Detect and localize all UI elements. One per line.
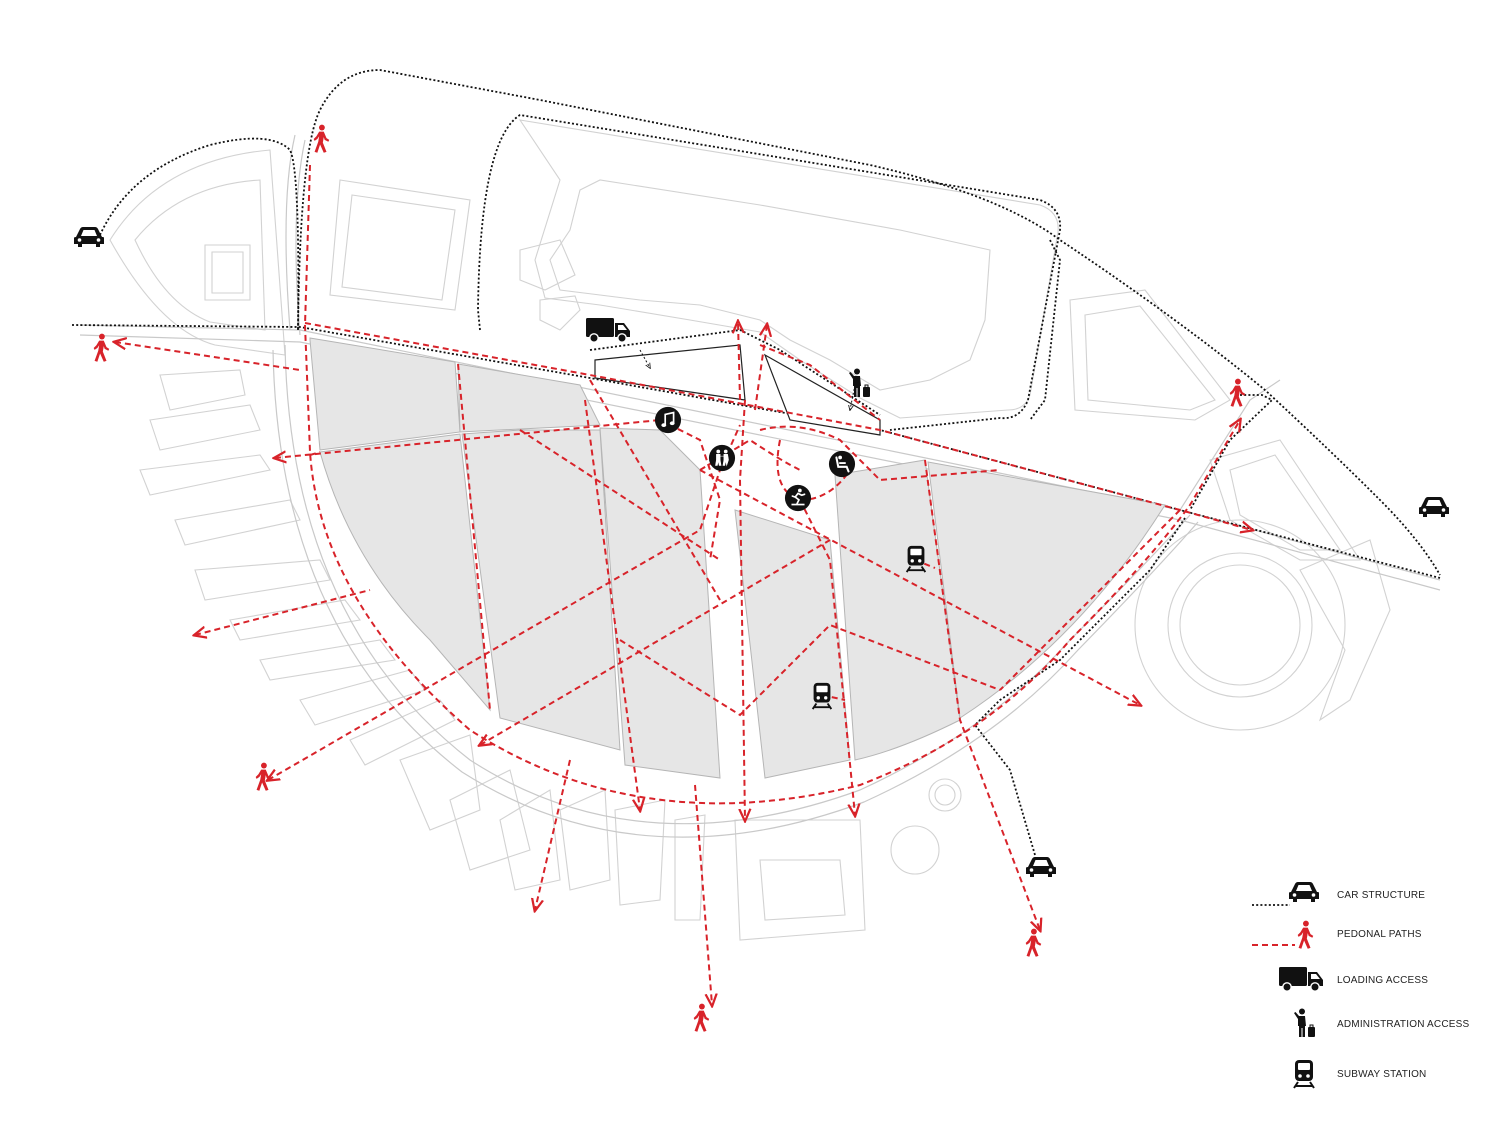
ped-vertical-east xyxy=(799,499,855,815)
music-icon xyxy=(654,406,682,434)
ped-north-2 xyxy=(754,325,767,411)
pedestrian-icon xyxy=(1025,928,1042,957)
car-route-southeast xyxy=(973,517,1186,856)
plot-west xyxy=(319,433,491,712)
children-icon xyxy=(708,444,736,472)
ped-diag-1 xyxy=(480,539,831,745)
legend-graphics xyxy=(1252,882,1324,1090)
legend-label-pedonal-paths: PEDONAL PATHS xyxy=(1337,929,1422,940)
car-route-inner-loop xyxy=(477,114,1062,431)
ped-diag-3 xyxy=(589,379,721,601)
car-route-northwest xyxy=(99,137,300,331)
pedestrian-icon xyxy=(693,1003,710,1032)
ped-vertical-2 xyxy=(584,399,640,810)
ped-diag-east-2 xyxy=(699,469,1140,705)
car-icon xyxy=(1026,857,1056,877)
ped-to-west-2 xyxy=(195,589,371,635)
ped-plaza-3 xyxy=(776,439,851,502)
pedestrian-icon xyxy=(255,762,272,791)
pedestrian-paths xyxy=(115,164,1252,1005)
plot-northwest xyxy=(309,337,461,451)
pedestrian-icon xyxy=(313,124,330,153)
car-route-east xyxy=(1029,239,1061,421)
pedestrian-icon xyxy=(1229,378,1246,407)
skater-icon xyxy=(784,484,812,512)
car-route-north-loop xyxy=(297,69,1441,576)
person-with-luggage-icon xyxy=(1293,1008,1316,1038)
car-icon xyxy=(74,227,104,247)
car-routes xyxy=(71,69,1441,856)
seat-icon xyxy=(828,450,856,478)
plot-center-east xyxy=(734,509,851,779)
ped-north-1 xyxy=(738,322,740,401)
ped-east-1 xyxy=(999,509,1181,691)
ped-plaza-2 xyxy=(759,425,1001,482)
ped-vertical-center xyxy=(740,399,745,820)
legend-label-administration-access: ADMINISTRATION ACCESS xyxy=(1337,1019,1470,1030)
ped-diag-east-1 xyxy=(619,623,1001,717)
train-icon xyxy=(1292,1058,1316,1090)
ped-vertical-1 xyxy=(457,363,491,711)
ped-north-3 xyxy=(759,344,881,421)
truck-icon xyxy=(585,317,631,343)
legend-label-car-structure: CAR STRUCTURE xyxy=(1337,890,1426,901)
plot-north-1 xyxy=(457,363,601,433)
ped-plaza-4 xyxy=(699,438,801,471)
ped-vertical-east-2 xyxy=(924,459,1040,930)
truck-icon xyxy=(1278,966,1324,992)
car-icon xyxy=(1289,882,1319,902)
legend-label-subway-station: SUBWAY STATION xyxy=(1337,1069,1427,1080)
ped-south-1 xyxy=(535,759,571,910)
ped-plaza-1 xyxy=(659,419,722,561)
pedestrian-icon xyxy=(93,333,110,362)
car-icon xyxy=(1419,497,1449,517)
legend-label-loading-access: LOADING ACCESS xyxy=(1337,975,1429,986)
pedestrian-icon xyxy=(1297,920,1314,949)
plot-east xyxy=(927,461,1166,719)
ped-south-2 xyxy=(694,784,712,1005)
ped-to-west-1 xyxy=(275,419,661,458)
ped-main-east-west xyxy=(115,322,1252,530)
car-route-east-spur xyxy=(1189,394,1274,511)
ped-to-southwest xyxy=(268,424,741,780)
